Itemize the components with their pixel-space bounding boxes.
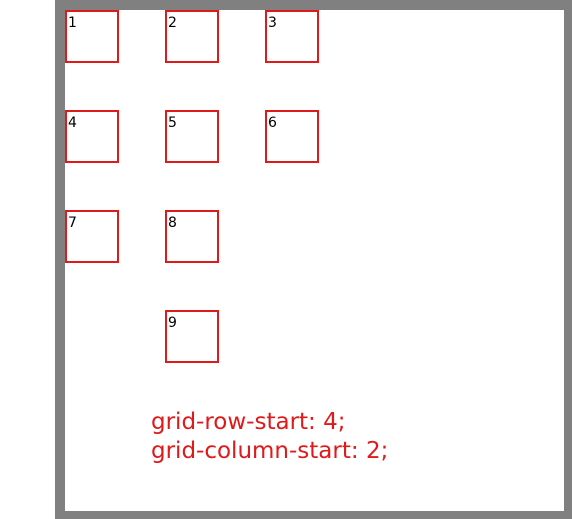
grid-item-8: 8	[165, 210, 219, 263]
grid-item-5: 5	[165, 110, 219, 163]
grid-item-9: 9	[165, 310, 219, 363]
grid-item-label: 4	[68, 115, 77, 131]
grid-item-label: 2	[168, 15, 177, 31]
grid-item-label: 3	[268, 15, 277, 31]
grid-item-7: 7	[65, 210, 119, 263]
grid-item-label: 6	[268, 115, 277, 131]
grid-item-2: 2	[165, 10, 219, 63]
grid-item-label: 7	[68, 215, 77, 231]
grid-item-4: 4	[65, 110, 119, 163]
gray-frame	[55, 0, 572, 519]
grid-item-6: 6	[265, 110, 319, 163]
grid-container: 1 2 3 4 5 6 7 8 9	[65, 10, 365, 410]
grid-item-label: 1	[68, 15, 77, 31]
grid-item-1: 1	[65, 10, 119, 63]
css-caption: grid-row-start: 4; grid-column-start: 2;	[151, 408, 388, 466]
caption-line-row-start: grid-row-start: 4;	[151, 409, 346, 435]
grid-item-label: 8	[168, 215, 177, 231]
grid-item-3: 3	[265, 10, 319, 63]
caption-line-column-start: grid-column-start: 2;	[151, 438, 389, 464]
grid-item-label: 9	[168, 315, 177, 331]
grid-item-label: 5	[168, 115, 177, 131]
